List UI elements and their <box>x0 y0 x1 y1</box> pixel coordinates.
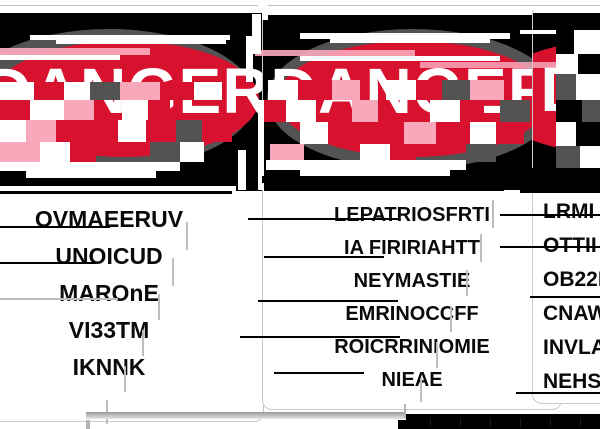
sign-center-body-text: LEPATRIOSFRTI IA FIRIRIAHTT NEYMASTIE EM… <box>263 199 561 397</box>
sign-center-line-2: IA FIRIRIAHTT <box>344 237 480 259</box>
sign-right-body-text: LRMI OTTII OB22R CNAWD INVLAIRD NEHSDSR <box>533 195 600 399</box>
sign-left-line-2: UNOICUD <box>55 243 163 269</box>
sign-right-header-band: DANGER <box>533 13 600 188</box>
sign-left-line-5: IKNNK <box>72 354 146 380</box>
sign-left: DANGER OVMAEERUV UNOICUD MAROnE VI33TM I… <box>0 4 264 422</box>
sign-center-header-band: DANGER <box>263 15 561 190</box>
sign-left-line-1: OVMAEERUV <box>34 206 184 232</box>
sign-left-danger-word: DANGER <box>0 55 263 127</box>
sign-center-danger-word: DANGER <box>270 55 556 127</box>
sign-center: DANGER LEPATRIOSFRTI IA FIRIRIAHTT NEYMA… <box>262 6 562 410</box>
sign-center-line-3: NEYMASTIE <box>353 270 471 292</box>
sign-right-line-2: OTTII <box>543 234 597 257</box>
sign-right-line-4: CNAWD <box>543 302 600 325</box>
sign-center-line-1: LEPATRIOSFRTI <box>334 204 490 226</box>
sign-right-line-1: LRMI <box>543 200 595 223</box>
sign-right-line-6: NEHSDSR <box>543 370 600 393</box>
sign-center-line-5: ROICRRINIOMIE <box>334 336 490 358</box>
sign-left-header-band: DANGER <box>0 13 263 191</box>
sign-center-line-4: EMRINOCCFF <box>345 303 479 325</box>
sign-right-line-5: INVLAIRD <box>543 336 600 359</box>
sign-left-body-text: OVMAEERUV UNOICUD MAROnE VI33TM IKNNK <box>0 201 263 386</box>
sign-right: DANGER LRMI OTTII OB22R CNAWD INVLAIRD N… <box>532 4 600 404</box>
sign-left-line-3: MAROnE <box>59 280 159 306</box>
sign-left-line-4: VI33TM <box>68 317 150 343</box>
sign-center-line-6: NIEAE <box>381 369 443 391</box>
sign-right-line-3: OB22R <box>543 268 600 291</box>
sign-right-danger-word: DANGER <box>540 53 600 125</box>
